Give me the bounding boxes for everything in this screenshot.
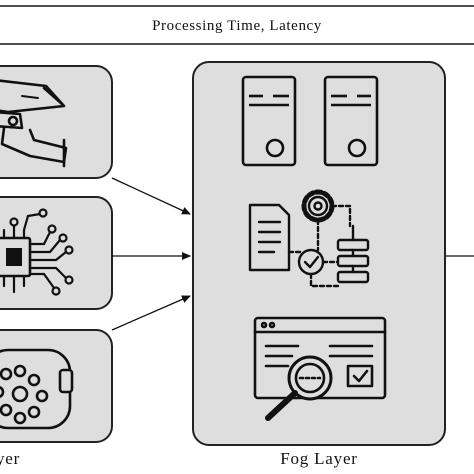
server-tower-icon	[323, 75, 379, 167]
device-box-chip	[0, 196, 113, 310]
header-band	[0, 5, 474, 45]
sensor-icon	[0, 348, 74, 430]
gear-workflow-icon	[248, 189, 370, 288]
arrow-camera-to-fog	[111, 177, 191, 215]
security-camera-icon	[0, 79, 68, 168]
server-tower-icon	[241, 75, 297, 167]
browser-search-icon	[253, 316, 387, 421]
top-band-label: Processing Time, Latency	[152, 18, 322, 34]
device-layer-label: yer	[0, 449, 21, 468]
gear-icon	[301, 189, 335, 223]
arrow-sensor-to-fog	[111, 295, 191, 331]
microchip-icon	[0, 208, 74, 296]
fog-layer-label: Fog Layer	[280, 449, 358, 468]
